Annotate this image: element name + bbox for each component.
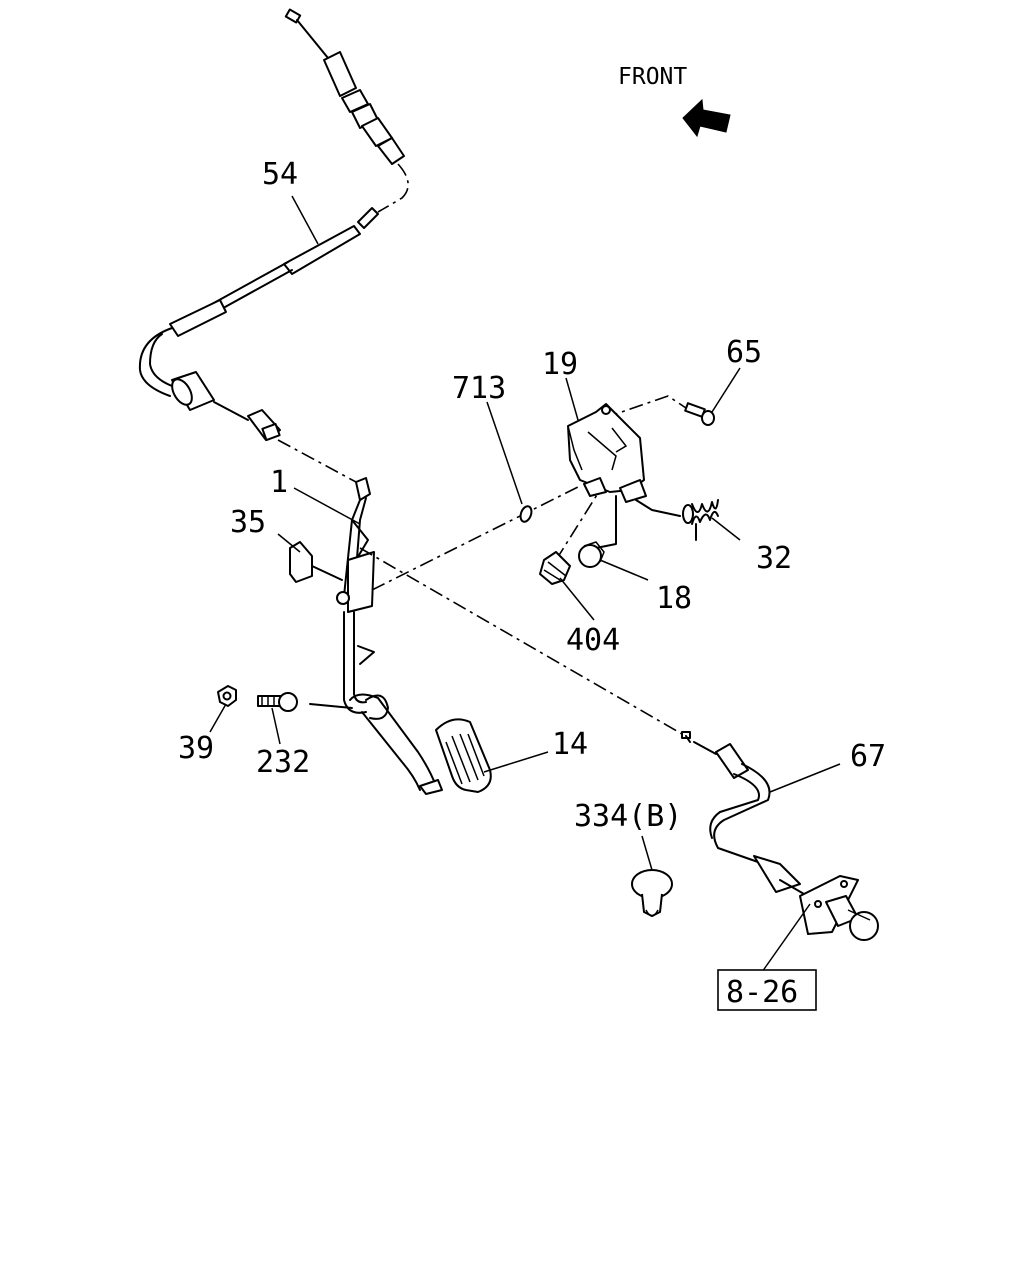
callout-35: 35 [230, 505, 266, 540]
spring-32 [682, 499, 719, 541]
callout-18: 18 [656, 581, 692, 616]
callout-1: 1 [270, 465, 288, 500]
alignment-line-404 [555, 489, 601, 561]
alignment-line-713 [371, 485, 581, 591]
reference-box [717, 969, 817, 1011]
callout-404: 404 [566, 623, 620, 658]
bolt-232 [257, 692, 353, 712]
accelerator-cable-lower [681, 731, 879, 941]
callout-14: 14 [552, 727, 588, 762]
nut-39 [217, 685, 237, 707]
pedal-arm-assembly [336, 477, 443, 795]
bushing-18 [578, 541, 605, 568]
reference-box-label: 8-26 [726, 975, 798, 1010]
callout-39: 39 [178, 731, 214, 766]
callout-19: 19 [542, 347, 578, 382]
accelerator-cable-upper [138, 8, 409, 483]
callout-232: 232 [256, 745, 310, 780]
front-arrow-icon [682, 98, 731, 138]
bracket-35 [289, 541, 343, 583]
pedal-pad [435, 718, 492, 793]
clip-404 [539, 551, 571, 585]
push-clip-334b [631, 869, 673, 917]
callout-32: 32 [756, 541, 792, 576]
callout-67: 67 [850, 739, 886, 774]
bolt-65 [684, 402, 715, 426]
alignment-line-65 [603, 395, 687, 419]
callout-713: 713 [452, 371, 506, 406]
alignment-line-67 [359, 547, 683, 735]
bracket-19 [567, 403, 681, 549]
front-label: FRONT [618, 64, 687, 90]
leader-lines [209, 195, 841, 973]
callout-54: 54 [262, 157, 298, 192]
callout-334b: 334(B) [574, 799, 682, 834]
washer-713 [519, 505, 533, 523]
callout-65: 65 [726, 335, 762, 370]
